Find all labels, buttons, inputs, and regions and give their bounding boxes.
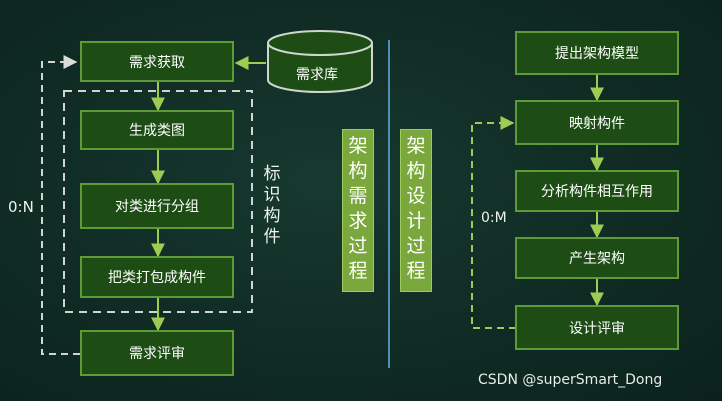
- right-step2-box: 映射构件: [515, 100, 679, 145]
- right-step5-box: 设计评审: [515, 305, 679, 350]
- right-step3-box: 分析构件相互作用: [515, 170, 679, 212]
- left-step2-box: 生成类图: [80, 110, 234, 150]
- repository-cylinder: [267, 30, 373, 93]
- left-step1-box: 需求获取: [80, 41, 234, 82]
- left-loop-label: 0:N: [8, 198, 34, 216]
- right-step4-box: 产生架构: [515, 237, 679, 279]
- banner-requirements: 架构需求过程: [342, 129, 374, 292]
- group-dashed-box: [63, 90, 253, 313]
- right-loop-label: 0:M: [481, 210, 507, 226]
- right-step1-box: 提出架构模型: [515, 31, 679, 75]
- group-label: 标识构件: [263, 164, 281, 247]
- left-step4-box: 把类打包成构件: [80, 256, 234, 298]
- banner-design: 架构设计过程: [400, 129, 432, 292]
- loop-right: [471, 116, 516, 329]
- loop-left: [41, 55, 80, 355]
- left-step5-box: 需求评审: [80, 330, 234, 376]
- left-step3-box: 对类进行分组: [80, 183, 234, 229]
- watermark: CSDN @superSmart_Dong: [478, 372, 663, 388]
- repository-label: 需求库: [296, 67, 338, 83]
